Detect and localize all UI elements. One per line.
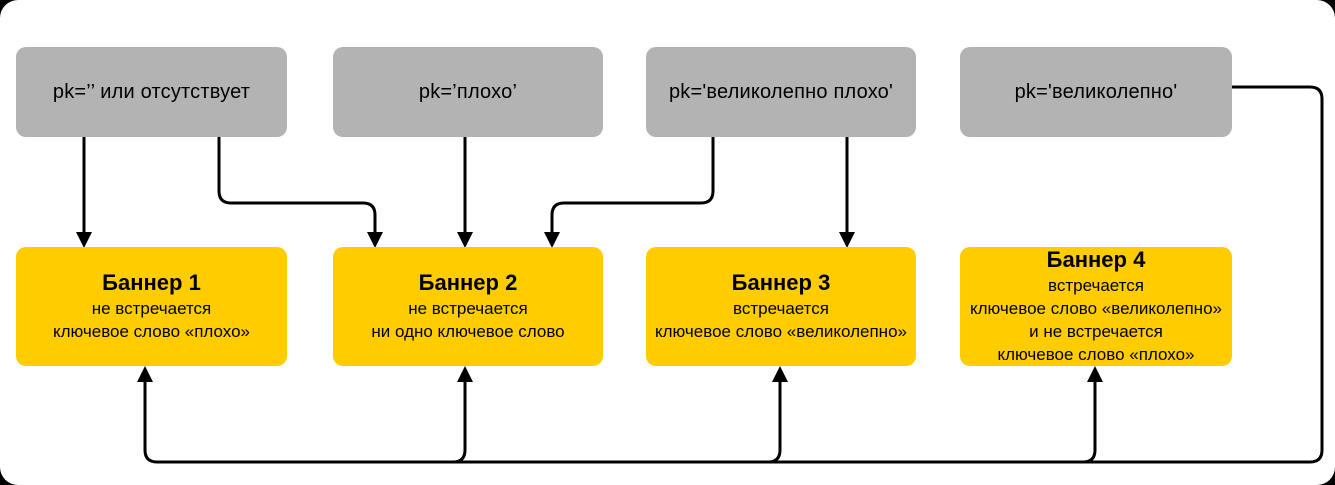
banner-text-line: и не встречается — [1029, 322, 1163, 341]
edge-pk-great-banner-2 — [452, 366, 473, 464]
condition-node-pk-great-bad: pk='великолепно плохо' — [646, 47, 916, 137]
condition-node-pk-bad: pk=’плохо’ — [333, 47, 603, 137]
banner-node-2: Баннер 2 не встречается ни одно ключевое… — [333, 247, 603, 366]
banner-text-line: ключевое слово «великолепно» — [655, 322, 907, 341]
edge-pk-empty-banner-2 — [217, 137, 383, 248]
edge-pk-great-bad-banner-3 — [839, 137, 855, 248]
banner-title: Баннер 1 — [102, 270, 201, 295]
banner-text-line: встречается — [733, 299, 829, 318]
condition-label: pk='великолепно плохо' — [668, 80, 894, 103]
condition-node-pk-great: pk='великолепно' — [960, 47, 1232, 137]
edge-pk-great-bad-banner-2 — [544, 137, 715, 248]
banner-node-4: Баннер 4 встречается ключевое слово «вел… — [960, 247, 1232, 366]
banner-text-line: встречается — [1048, 276, 1144, 295]
edge-pk-bad-banner-2 — [457, 137, 473, 248]
condition-label: pk=’плохо’ — [418, 80, 518, 103]
banner-text-line: не встречается — [408, 299, 528, 318]
banner-title: Баннер 4 — [1046, 247, 1146, 272]
banner-text-line: не встречается — [91, 299, 212, 318]
banner-text-line: ключевое слово «плохо» — [52, 322, 251, 341]
edge-pk-empty-banner-1 — [76, 137, 92, 248]
condition-label: pk='великолепно' — [1014, 80, 1178, 103]
banner-title: Баннер 3 — [731, 270, 831, 295]
edge-pk-great-banner-3 — [767, 366, 788, 464]
edge-pk-great-banner-4 — [1082, 366, 1103, 464]
banner-text-line: ключевое слово «великолепно» — [970, 299, 1222, 318]
condition-node-pk-empty: pk=’’ или отсутствует — [16, 47, 287, 137]
condition-label: pk=’’ или отсутствует — [52, 80, 251, 103]
banner-node-1: Баннер 1 не встречается ключевое слово «… — [16, 247, 287, 366]
banner-text-line: ключевое слово «плохо» — [997, 345, 1195, 364]
banner-node-3: Баннер 3 встречается ключевое слово «вел… — [646, 247, 916, 366]
banner-title: Баннер 2 — [418, 270, 518, 295]
banner-text-line: ни одно ключевое слово — [371, 322, 565, 341]
